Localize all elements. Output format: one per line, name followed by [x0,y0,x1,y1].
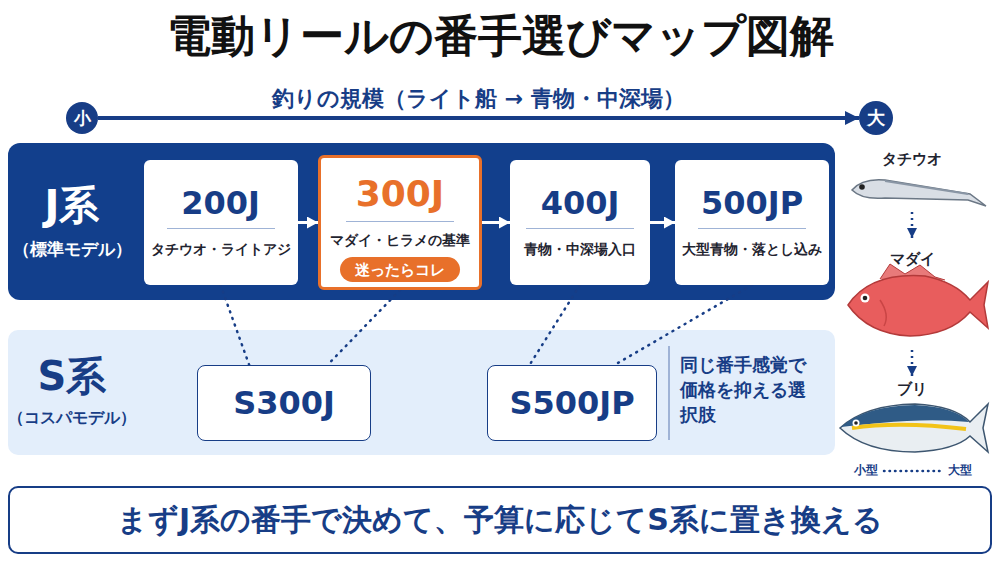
axis-label: 釣りの規模（ライト船 → 青物・中深場） [266,86,691,112]
divider-line [346,221,454,222]
divider-line [167,228,275,229]
scale-axis-arrow [98,116,859,120]
size-arrow [911,350,914,376]
summary-box: まずJ系の番手で決めて、予算に応じてS系に置き換える [8,486,992,554]
diagram-title: 電動リールの番手選びマップ図解 [0,10,1000,63]
model-number: 200J [181,184,260,222]
buri-fish [840,404,988,452]
model-box: S300J [197,365,371,441]
model-use: タチウオ・ライトアジ [151,241,291,257]
model-number: 400J [541,184,620,222]
size-arrow [911,212,914,238]
recommend-badge: 迷ったらコレ [340,257,460,282]
series-description: 同じ番手感覚で価格を抑える選択肢 [680,352,812,428]
model-number: S300J [233,384,335,422]
series-band: J系 （標準モデル） 200J タチウオ・ライトアジ 300J マダイ・ヒラメの基準迷った… [8,143,835,300]
model-use: 大型青物・落とし込み [682,241,822,257]
series-note: （標準モデル） [13,239,132,259]
model-number: S500JP [509,384,634,422]
madai-fish [848,264,988,336]
tachiuo-fish [852,180,986,206]
fish-name: タチウオ [882,150,942,168]
size-label: 大型 [948,463,972,477]
series-name: J系 [45,181,100,229]
summary-text: まずJ系の番手で決めて、予算に応じてS系に置き換える [117,502,883,538]
model-box: S500JP [487,365,657,441]
model-use: マダイ・ヒラメの基準 [330,232,470,248]
model-box: 500JP 大型青物・落とし込み [675,160,829,285]
divider-line [698,228,806,229]
size-scale [884,470,944,473]
scale-large: 大 [859,101,893,135]
model-box: 200J タチウオ・ライトアジ [144,160,298,285]
fish-name: ブリ [897,380,927,398]
badge-text: 迷ったらコレ [355,261,445,279]
series-name: S系 [38,352,107,400]
series-band: S系 （コスパモデル） 同じ番手感覚で価格を抑える選択肢 S300J S500JP [8,330,835,455]
model-box-highlight: 300J マダイ・ヒラメの基準迷ったらコレ [318,155,482,290]
model-box: 400J 青物・中深場入口 [510,160,650,285]
fish-name: マダイ [890,250,935,268]
series-note: （コスパモデル） [8,408,136,427]
scale-small: 小 [66,102,98,134]
scale-mark: 大 [867,107,885,129]
separator-line [668,346,670,440]
model-number: 500JP [701,184,803,222]
model-use: 青物・中深場入口 [524,241,636,257]
scale-mark: 小 [74,108,91,128]
model-number: 300J [356,172,445,215]
divider-line [526,228,634,229]
size-label: 小型 [854,463,878,477]
